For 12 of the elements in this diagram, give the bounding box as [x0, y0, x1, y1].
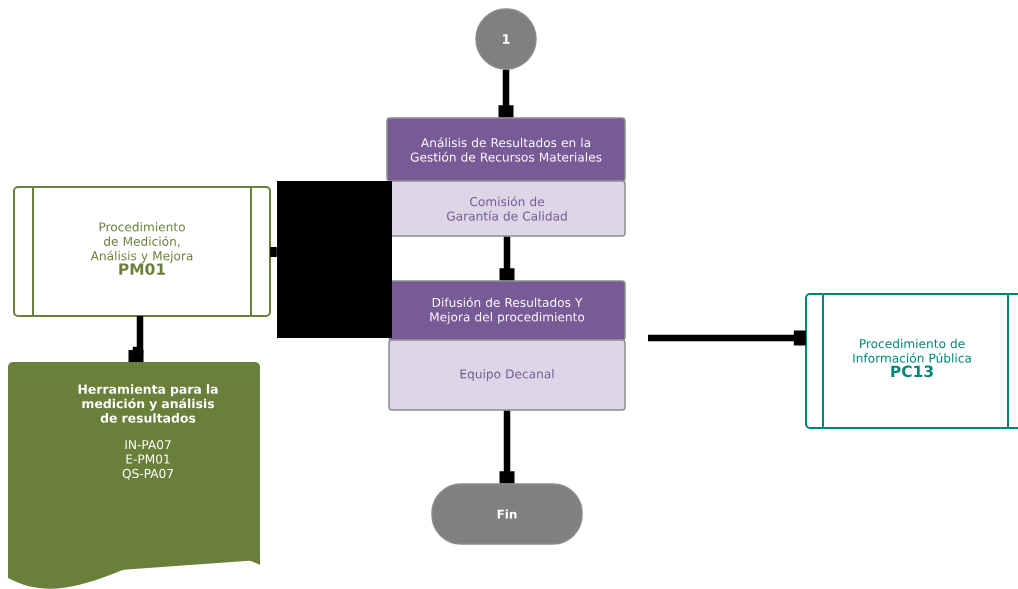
arrow [498, 69, 514, 118]
subprocess-box: Procedimiento de Medición, Análisis y Mejora PM01 [13, 186, 271, 317]
responsible-box: Comisión de Garantía de Calidad [388, 180, 626, 237]
connector-line [270, 247, 277, 257]
activity-box: Análisis de Resultados en la Gestión de Recursos Materiales [386, 117, 626, 182]
terminator-box: Fin [431, 483, 583, 545]
subprocess-box: Procedimiento de Información Pública PC13 [805, 293, 1018, 429]
filled-block [277, 181, 392, 338]
activity-box: Difusión de Resultados Y Mejora del procedimiento [388, 280, 626, 341]
responsible-box: Equipo Decanal [388, 339, 626, 411]
arrow [499, 410, 515, 484]
arrow [499, 236, 515, 281]
